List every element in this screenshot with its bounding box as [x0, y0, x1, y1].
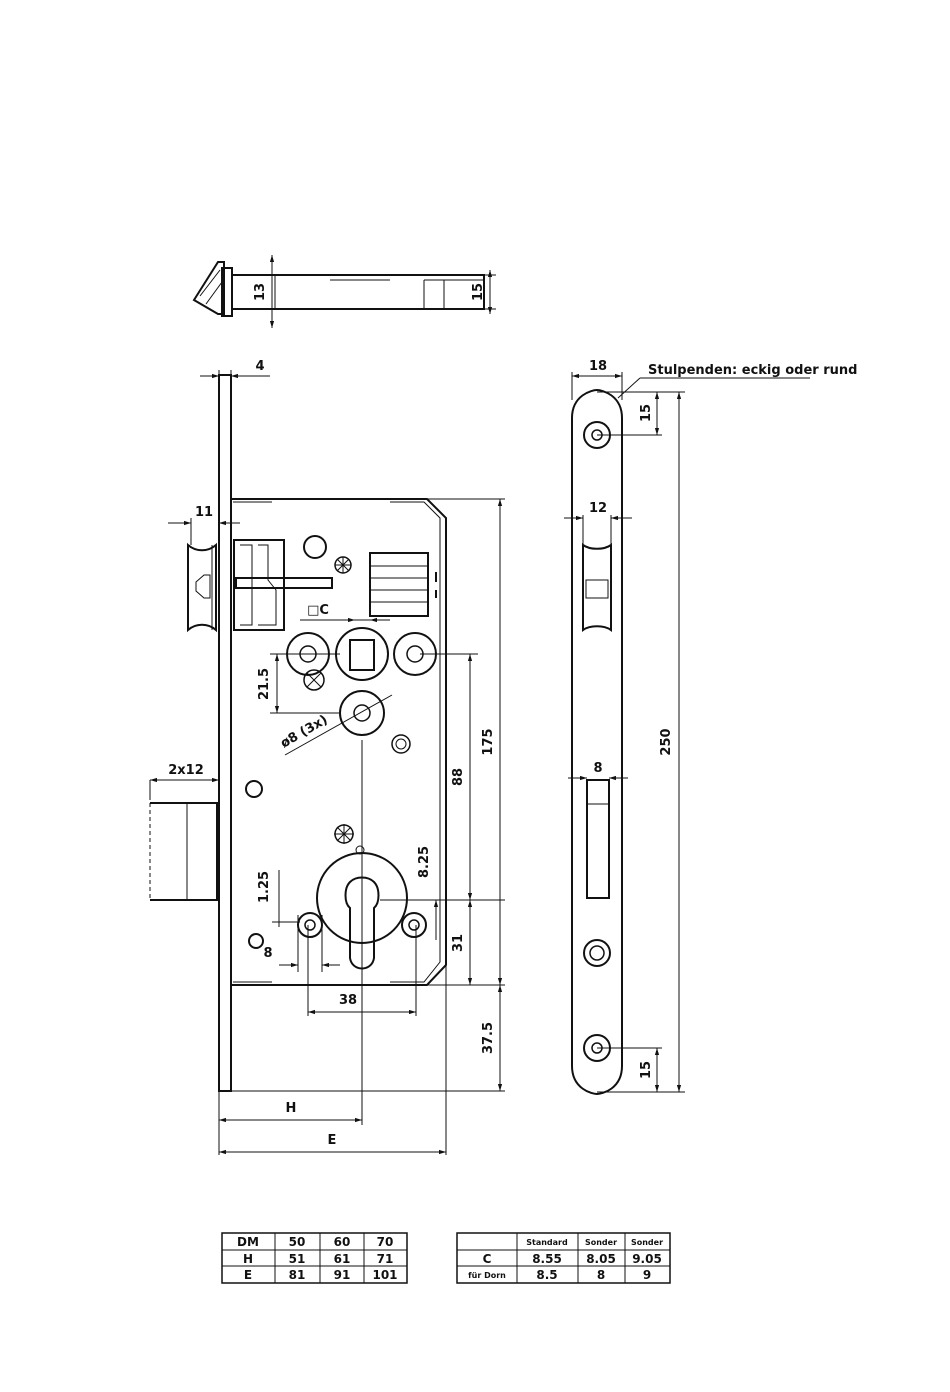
dim-top-15: 15 — [471, 283, 486, 301]
dim-88: 88 — [451, 768, 466, 786]
dim-21-5: 21.5 — [257, 668, 272, 700]
table-c-h2: Sonder — [585, 1238, 617, 1247]
dim-e: E — [328, 1133, 337, 1148]
table-c-r0c2: 8.05 — [586, 1252, 616, 1266]
front-view: 4 11 □C — [150, 359, 505, 1155]
dim-31: 31 — [451, 934, 466, 952]
side-view: 18 Stulpenden: eckig oder rund 12 8 15 1… — [564, 359, 857, 1094]
dim-r-8: 8 — [593, 761, 602, 776]
table-c-h1: Standard — [526, 1238, 568, 1247]
note-stulpenden: Stulpenden: eckig oder rund — [648, 363, 857, 378]
table-dm-r1c1: 81 — [289, 1268, 306, 1282]
dim-4: 4 — [255, 359, 264, 374]
dim-8-25: 8.25 — [417, 846, 432, 878]
table-dm-h3: 70 — [377, 1235, 394, 1249]
top-view: 13 15 — [194, 255, 496, 328]
table-c-r0c0: C — [483, 1252, 492, 1266]
dim-r-15-bottom: 15 — [639, 1061, 654, 1079]
table-dm: DM 50 60 70 H 51 61 71 E 81 91 101 — [222, 1233, 407, 1283]
dim-2x12: 2x12 — [168, 763, 204, 778]
dim-top-13: 13 — [253, 283, 268, 301]
table-dm-r1c2: 91 — [334, 1268, 351, 1282]
dim-8: 8 — [263, 946, 272, 961]
table-dm-r0c0: H — [243, 1252, 253, 1266]
table-dm-r1c3: 101 — [372, 1268, 397, 1282]
table-c-r1c0: für Dorn — [468, 1271, 506, 1280]
table-dm-r0c3: 71 — [377, 1252, 394, 1266]
dim-h: H — [286, 1101, 297, 1116]
table-dm-r0c1: 51 — [289, 1252, 306, 1266]
dim-175: 175 — [481, 728, 496, 755]
table-c: Standard Sonder Sonder C 8.55 8.05 9.05 … — [457, 1233, 670, 1283]
dim-11: 11 — [195, 505, 213, 520]
dim-37-5: 37.5 — [481, 1022, 496, 1054]
table-c-r1c2: 8 — [597, 1268, 605, 1282]
table-c-r0c1: 8.55 — [532, 1252, 562, 1266]
dim-r-18: 18 — [589, 359, 607, 374]
dim-r-15-top: 15 — [639, 404, 654, 422]
dim-c: □C — [307, 603, 329, 618]
table-dm-h1: 50 — [289, 1235, 306, 1249]
dim-38: 38 — [339, 993, 357, 1008]
table-c-r1c3: 9 — [643, 1268, 651, 1282]
dim-8-3x: ø8 (3x) — [278, 713, 330, 752]
table-dm-h2: 60 — [334, 1235, 351, 1249]
table-dm-r1c0: E — [244, 1268, 252, 1282]
table-dm-r0c2: 61 — [334, 1252, 351, 1266]
table-c-r1c1: 8.5 — [536, 1268, 557, 1282]
dim-1-25: 1.25 — [257, 871, 272, 903]
dim-r-12: 12 — [589, 501, 607, 516]
table-c-h3: Sonder — [631, 1238, 663, 1247]
table-c-r0c3: 9.05 — [632, 1252, 662, 1266]
table-dm-h0: DM — [237, 1235, 259, 1249]
dim-r-250: 250 — [659, 728, 674, 755]
